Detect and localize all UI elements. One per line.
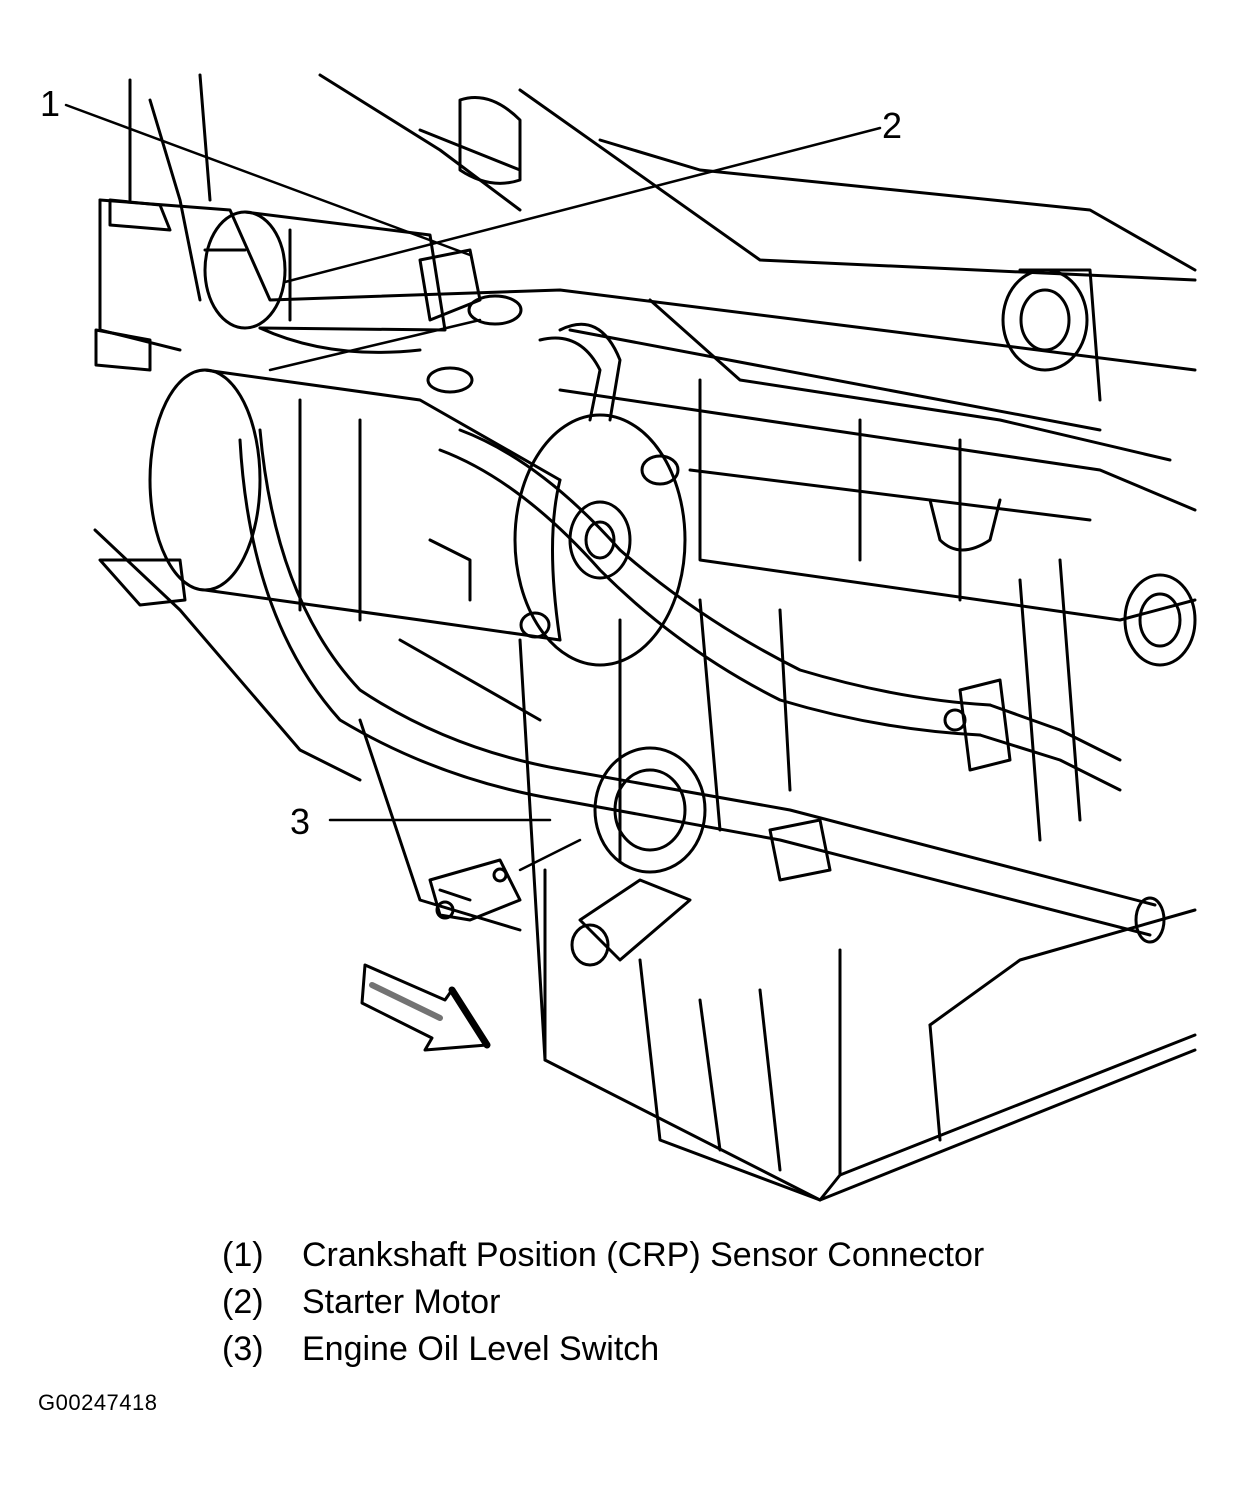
- figure-id: G00247418: [38, 1390, 158, 1415]
- oil-level-switch: [428, 746, 707, 922]
- callout-3: 3: [290, 801, 311, 842]
- legend-label: Crankshaft Position (CRP) Sensor Connect…: [302, 1236, 985, 1274]
- legend-label: Starter Motor: [302, 1283, 501, 1321]
- direction-arrow-icon: [360, 963, 491, 1052]
- leader-lines: [64, 103, 882, 872]
- legend-number: (1): [222, 1236, 264, 1274]
- legend-label: Engine Oil Level Switch: [302, 1330, 660, 1368]
- legend-number: (3): [222, 1330, 264, 1368]
- wiring-harness: [238, 322, 1166, 967]
- engine-block: [93, 528, 1197, 1202]
- intake-manifold: [94, 73, 1197, 667]
- leader-line-2b: [268, 318, 482, 372]
- leader-line-2: [283, 126, 882, 284]
- crp-sensor-connector: [768, 558, 1082, 882]
- legend-number: (2): [222, 1283, 264, 1321]
- leader-line-3b: [518, 838, 582, 872]
- callout-2: 2: [882, 105, 903, 146]
- legend-item: (3) Engine Oil Level Switch: [222, 1326, 984, 1373]
- callout-1: 1: [40, 83, 61, 124]
- starter-motor: [148, 210, 687, 667]
- legend-item: (1) Crankshaft Position (CRP) Sensor Con…: [222, 1232, 984, 1279]
- engine-illustration: [64, 73, 1197, 1202]
- legend-item: (2) Starter Motor: [222, 1279, 984, 1326]
- legend: (1) Crankshaft Position (CRP) Sensor Con…: [222, 1232, 984, 1373]
- leader-line-1: [64, 103, 472, 257]
